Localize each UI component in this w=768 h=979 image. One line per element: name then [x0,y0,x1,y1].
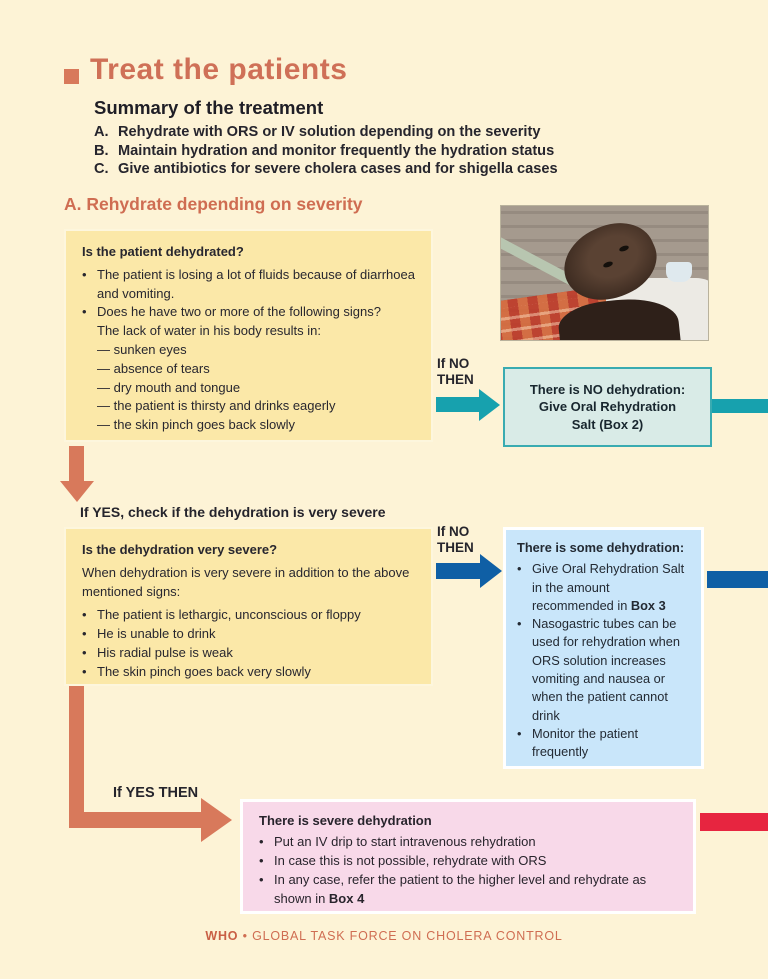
blue-arrow-shaft [436,563,480,579]
blue-continue-bar [707,571,768,588]
red-continue-bar [700,813,768,831]
if-yes-check-label: If YES, check if the dehydration is very… [80,504,386,520]
q1-sign: — the skin pinch goes back slowly [97,417,295,433]
section-a-heading: A. Rehydrate depending on severity [64,194,363,214]
question-box-very-severe: Is the dehydration very severe? When deh… [64,527,433,686]
q1-bullet-2: • Does he have two or more of the follow… [82,304,381,339]
q1-title: Is the patient dehydrated? [82,244,244,259]
if-no-then-label-1: If NO THEN [437,356,474,387]
summary-section: Summary of the treatment A. Rehydrate wi… [94,97,654,179]
orange-elbow-arrow-head [201,798,232,842]
title-square-icon [64,69,79,84]
orange-down-arrow-shaft [69,446,84,481]
q2-bullet: • The skin pinch goes back very slowly [82,663,311,679]
result-box-no-dehydration: There is NO dehydration: Give Oral Rehyd… [503,367,712,447]
q2-intro: When dehydration is very severe in addit… [82,564,410,599]
severe-bullet-2: • In case this is not possible, rehydrat… [259,853,547,868]
orange-down-arrow-head [60,481,94,502]
summary-item-c: C. Give antibiotics for severe cholera c… [94,161,558,178]
page-footer: WHO • GLOBAL TASK FORCE ON CHOLERA CONTR… [205,929,563,943]
some-bullet-1: • Give Oral Rehydration Salt in the amou… [517,561,685,613]
teal-arrow-shaft [436,397,479,412]
summary-heading: Summary of the treatment [94,97,324,118]
result-box-some-dehydration: There is some dehydration: • Give Oral R… [503,527,704,769]
severe-bullet-3: • In any case, refer the patient to the … [259,872,647,906]
if-no-then-label-2: If NO THEN [437,524,474,555]
result-box-severe-dehydration: There is severe dehydration • Put an IV … [240,799,696,914]
q1-sign: — absence of tears [97,360,210,376]
q2-bullet: • He is unable to drink [82,626,216,642]
question-box-dehydrated: Is the patient dehydrated? • The patient… [64,229,433,442]
teal-continue-bar [712,399,768,413]
orange-elbow-arrow-horizontal [69,812,201,828]
q1-sign: — sunken eyes [97,341,187,357]
q2-title: Is the dehydration very severe? [82,542,278,557]
teal-arrow-head [479,389,500,421]
some-bullet-3: • Monitor the patient frequently [517,725,638,760]
some-bullet-2: • Nasogastric tubes can be used for rehy… [517,616,680,723]
summary-item-a: A. Rehydrate with ORS or IV solution dep… [94,124,541,140]
orange-elbow-arrow-vertical [69,686,84,828]
q2-bullet: • His radial pulse is weak [82,644,233,660]
q1-sign: — the patient is thirsty and drinks eage… [97,398,336,414]
patient-photo [500,205,709,341]
severe-bullet-1: • Put an IV drip to start intravenous re… [259,834,536,849]
page-title: Treat the patients [90,53,348,86]
q2-bullet: • The patient is lethargic, unconscious … [82,607,361,623]
q1-bullet-1: • The patient is losing a lot of fluids … [82,266,415,301]
summary-item-b: B. Maintain hydration and monitor freque… [94,142,555,159]
if-yes-then-label: If YES THEN [113,785,199,801]
q1-sign: — dry mouth and tongue [97,379,241,395]
blue-arrow-head [480,554,502,588]
cup [666,262,692,282]
